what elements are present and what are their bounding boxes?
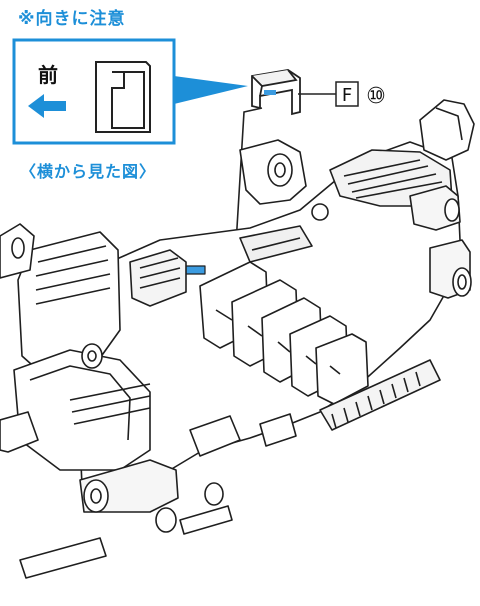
- front-arrow-icon: [28, 94, 66, 118]
- part-clip: [251, 69, 301, 116]
- front-label: 前: [38, 63, 58, 87]
- part-letter-box: [335, 81, 359, 107]
- caution-note: ※向きに注意: [18, 9, 126, 29]
- inset-side-view: 前: [12, 38, 248, 145]
- side-view-caption: 〈横から見た図〉: [20, 162, 157, 181]
- machine-assembly: [0, 99, 475, 579]
- lower-left-shaft: [79, 459, 179, 533]
- gear-stack: [199, 261, 369, 405]
- part-callout: F ⑩: [251, 69, 386, 116]
- inset-pointer: [174, 76, 248, 104]
- part-side-view: [95, 61, 151, 133]
- part-number: ⑩: [366, 84, 386, 109]
- right-upper-shaft: [409, 185, 461, 231]
- part-letter: F: [342, 85, 352, 106]
- left-housing: [17, 231, 187, 373]
- left-mechanism: [13, 343, 151, 471]
- right-shaft: [429, 239, 472, 299]
